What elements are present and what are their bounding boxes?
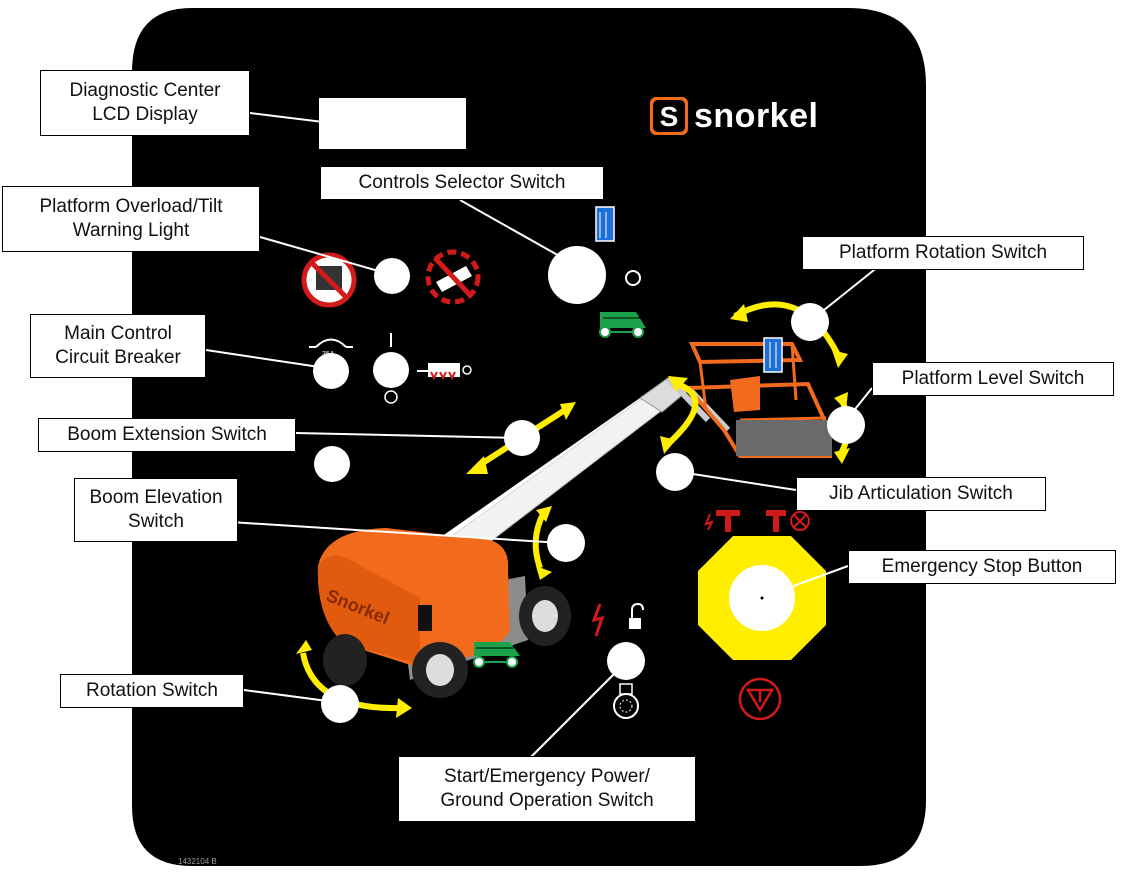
- callout-boom-extension: Boom Extension Switch: [38, 418, 296, 452]
- power-off-indicator: [384, 390, 398, 404]
- part-number: 1432104 B: [178, 857, 217, 866]
- callout-controls-selector: Controls Selector Switch: [320, 166, 604, 200]
- snorkel-logo: S snorkel: [650, 96, 818, 136]
- callout-platform-level: Platform Level Switch: [872, 362, 1114, 396]
- tilt-prohibited-icon: [425, 249, 481, 305]
- callout-start-switch: Start/Emergency Power/Ground Operation S…: [398, 756, 696, 822]
- callout-jib-articulation: Jib Articulation Switch: [796, 477, 1046, 511]
- emergency-power-icon: [591, 603, 605, 637]
- overload-warning-light: [374, 258, 410, 294]
- breaker-symbol: [315, 338, 347, 348]
- rotation-knob: [321, 685, 359, 723]
- callout-emergency-stop: Emergency Stop Button: [848, 550, 1116, 584]
- ground-selector-icon: [599, 312, 646, 338]
- callout-platform-rotation: Platform Rotation Switch: [802, 236, 1084, 270]
- platform-rotation-knob: [791, 303, 829, 341]
- function-enable-button: [314, 446, 350, 482]
- unlock-icon: [629, 602, 644, 629]
- selector-off-indicator: [625, 270, 641, 286]
- power-switch: [373, 352, 409, 388]
- leader-lines: [205, 112, 885, 761]
- boom-elevation-knob: [547, 524, 585, 562]
- boom-extension-knob: [504, 420, 540, 456]
- platform-illustration: [683, 337, 833, 458]
- snorkel-logo-icon: S: [650, 97, 688, 135]
- brand-name: snorkel: [694, 96, 819, 135]
- callout-rotation: Rotation Switch: [60, 674, 244, 708]
- jib-articulation-arrow: [665, 382, 699, 447]
- machine-illustration: Snorkel: [317, 528, 571, 698]
- ignition-key-icon: [613, 683, 639, 719]
- main-breaker-button: [313, 353, 349, 389]
- ground-control-icon: [473, 642, 520, 668]
- controls-selector-knob: [548, 246, 606, 304]
- platform-rotation-arrow: [733, 301, 841, 357]
- platform-level-knob: [827, 406, 865, 444]
- svg-text:S: S: [660, 101, 679, 132]
- platform-selector-icon: [595, 206, 615, 242]
- estop-reset-icon: [738, 677, 782, 721]
- glow-plug-icon: [417, 363, 472, 381]
- estop-symbols: [704, 510, 810, 532]
- jib-articulation-knob: [656, 453, 694, 491]
- overload-prohibited-icon: [301, 252, 357, 308]
